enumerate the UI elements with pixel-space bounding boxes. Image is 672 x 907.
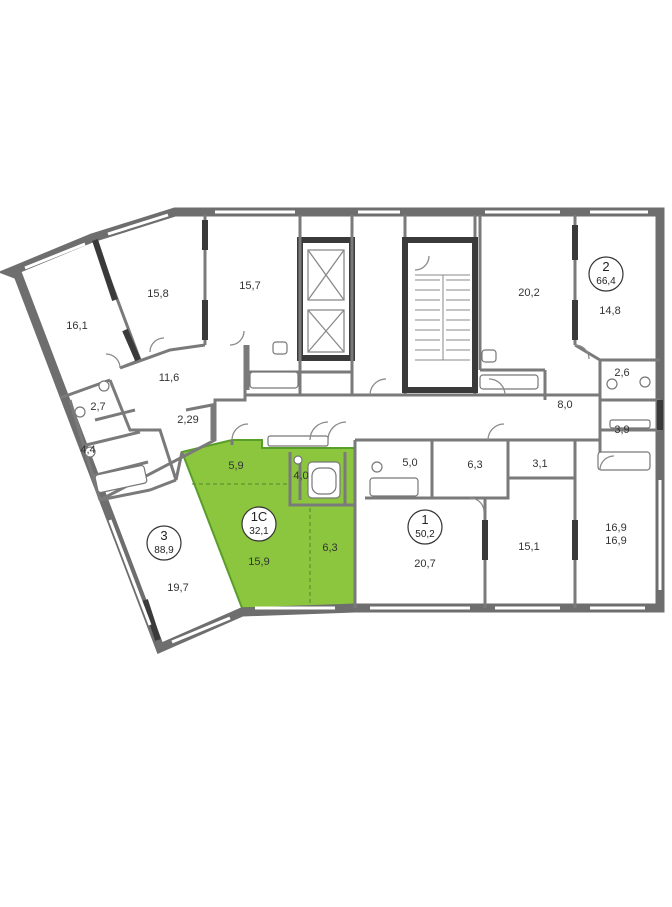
apartment-3-marker[interactable] bbox=[146, 525, 182, 561]
room-label: 2,7 bbox=[90, 401, 105, 413]
apartment-1-number: 1 bbox=[421, 512, 428, 527]
apartment-1c-partition bbox=[192, 483, 311, 606]
room-label: 6,3 bbox=[467, 459, 482, 471]
room-label: 20,2 bbox=[518, 287, 539, 299]
room-label: 16,1 bbox=[66, 320, 87, 332]
room-label: 8,0 bbox=[557, 399, 572, 411]
door-swings bbox=[105, 255, 615, 513]
apartment-1c-marker[interactable] bbox=[241, 506, 277, 542]
room-label: 6,3 bbox=[322, 542, 337, 554]
apartment-1c-number: 1С bbox=[251, 509, 268, 524]
room-label: 4,4 bbox=[80, 444, 95, 456]
elevator-1-cross bbox=[307, 249, 345, 301]
room-label: 15,8 bbox=[147, 288, 168, 300]
elevator-2 bbox=[307, 309, 345, 353]
room-label: 11,6 bbox=[159, 372, 180, 384]
room-label: 14,8 bbox=[599, 305, 620, 317]
room-label: 16,9 bbox=[605, 522, 626, 534]
apartment-3-area: 88,9 bbox=[154, 545, 174, 556]
bathroom-fixtures bbox=[74, 341, 651, 499]
room-label: 3,1 bbox=[532, 458, 547, 470]
apartment-2-number: 2 bbox=[602, 259, 609, 274]
elevator-1 bbox=[307, 249, 345, 301]
room-label: 4,0 bbox=[293, 470, 308, 482]
room-label: 5,0 bbox=[402, 457, 417, 469]
room-label: 15,7 bbox=[239, 280, 260, 292]
room-label: 15,1 bbox=[518, 541, 539, 553]
room-label: 20,7 bbox=[414, 558, 435, 570]
apartment-1-area: 50,2 bbox=[415, 529, 435, 540]
staircase bbox=[415, 274, 470, 361]
windows bbox=[24, 210, 662, 644]
room-label: 19,7 bbox=[167, 582, 188, 594]
room-label: 2,6 bbox=[614, 367, 629, 379]
left-wing-dark-walls bbox=[92, 220, 208, 641]
apartment-2-area: 66,4 bbox=[596, 276, 616, 287]
room-label: 2,29 bbox=[177, 414, 198, 426]
room-label: 15,9 bbox=[248, 556, 269, 568]
room-label: 16,9 bbox=[605, 535, 626, 547]
apartment-1c-total-area: 32,1 bbox=[249, 526, 269, 537]
apartment-1-marker[interactable] bbox=[407, 509, 443, 545]
elevator-2-cross bbox=[307, 309, 345, 353]
right-wing-dark-walls bbox=[482, 225, 663, 560]
apartment-2-marker[interactable] bbox=[588, 256, 624, 292]
room-label: 3,9 bbox=[614, 424, 629, 436]
apartment-1c-walls bbox=[230, 440, 355, 507]
room-label: 5,9 bbox=[228, 460, 243, 472]
apartment-3-number: 3 bbox=[160, 528, 167, 543]
staircase-frame bbox=[402, 237, 478, 393]
